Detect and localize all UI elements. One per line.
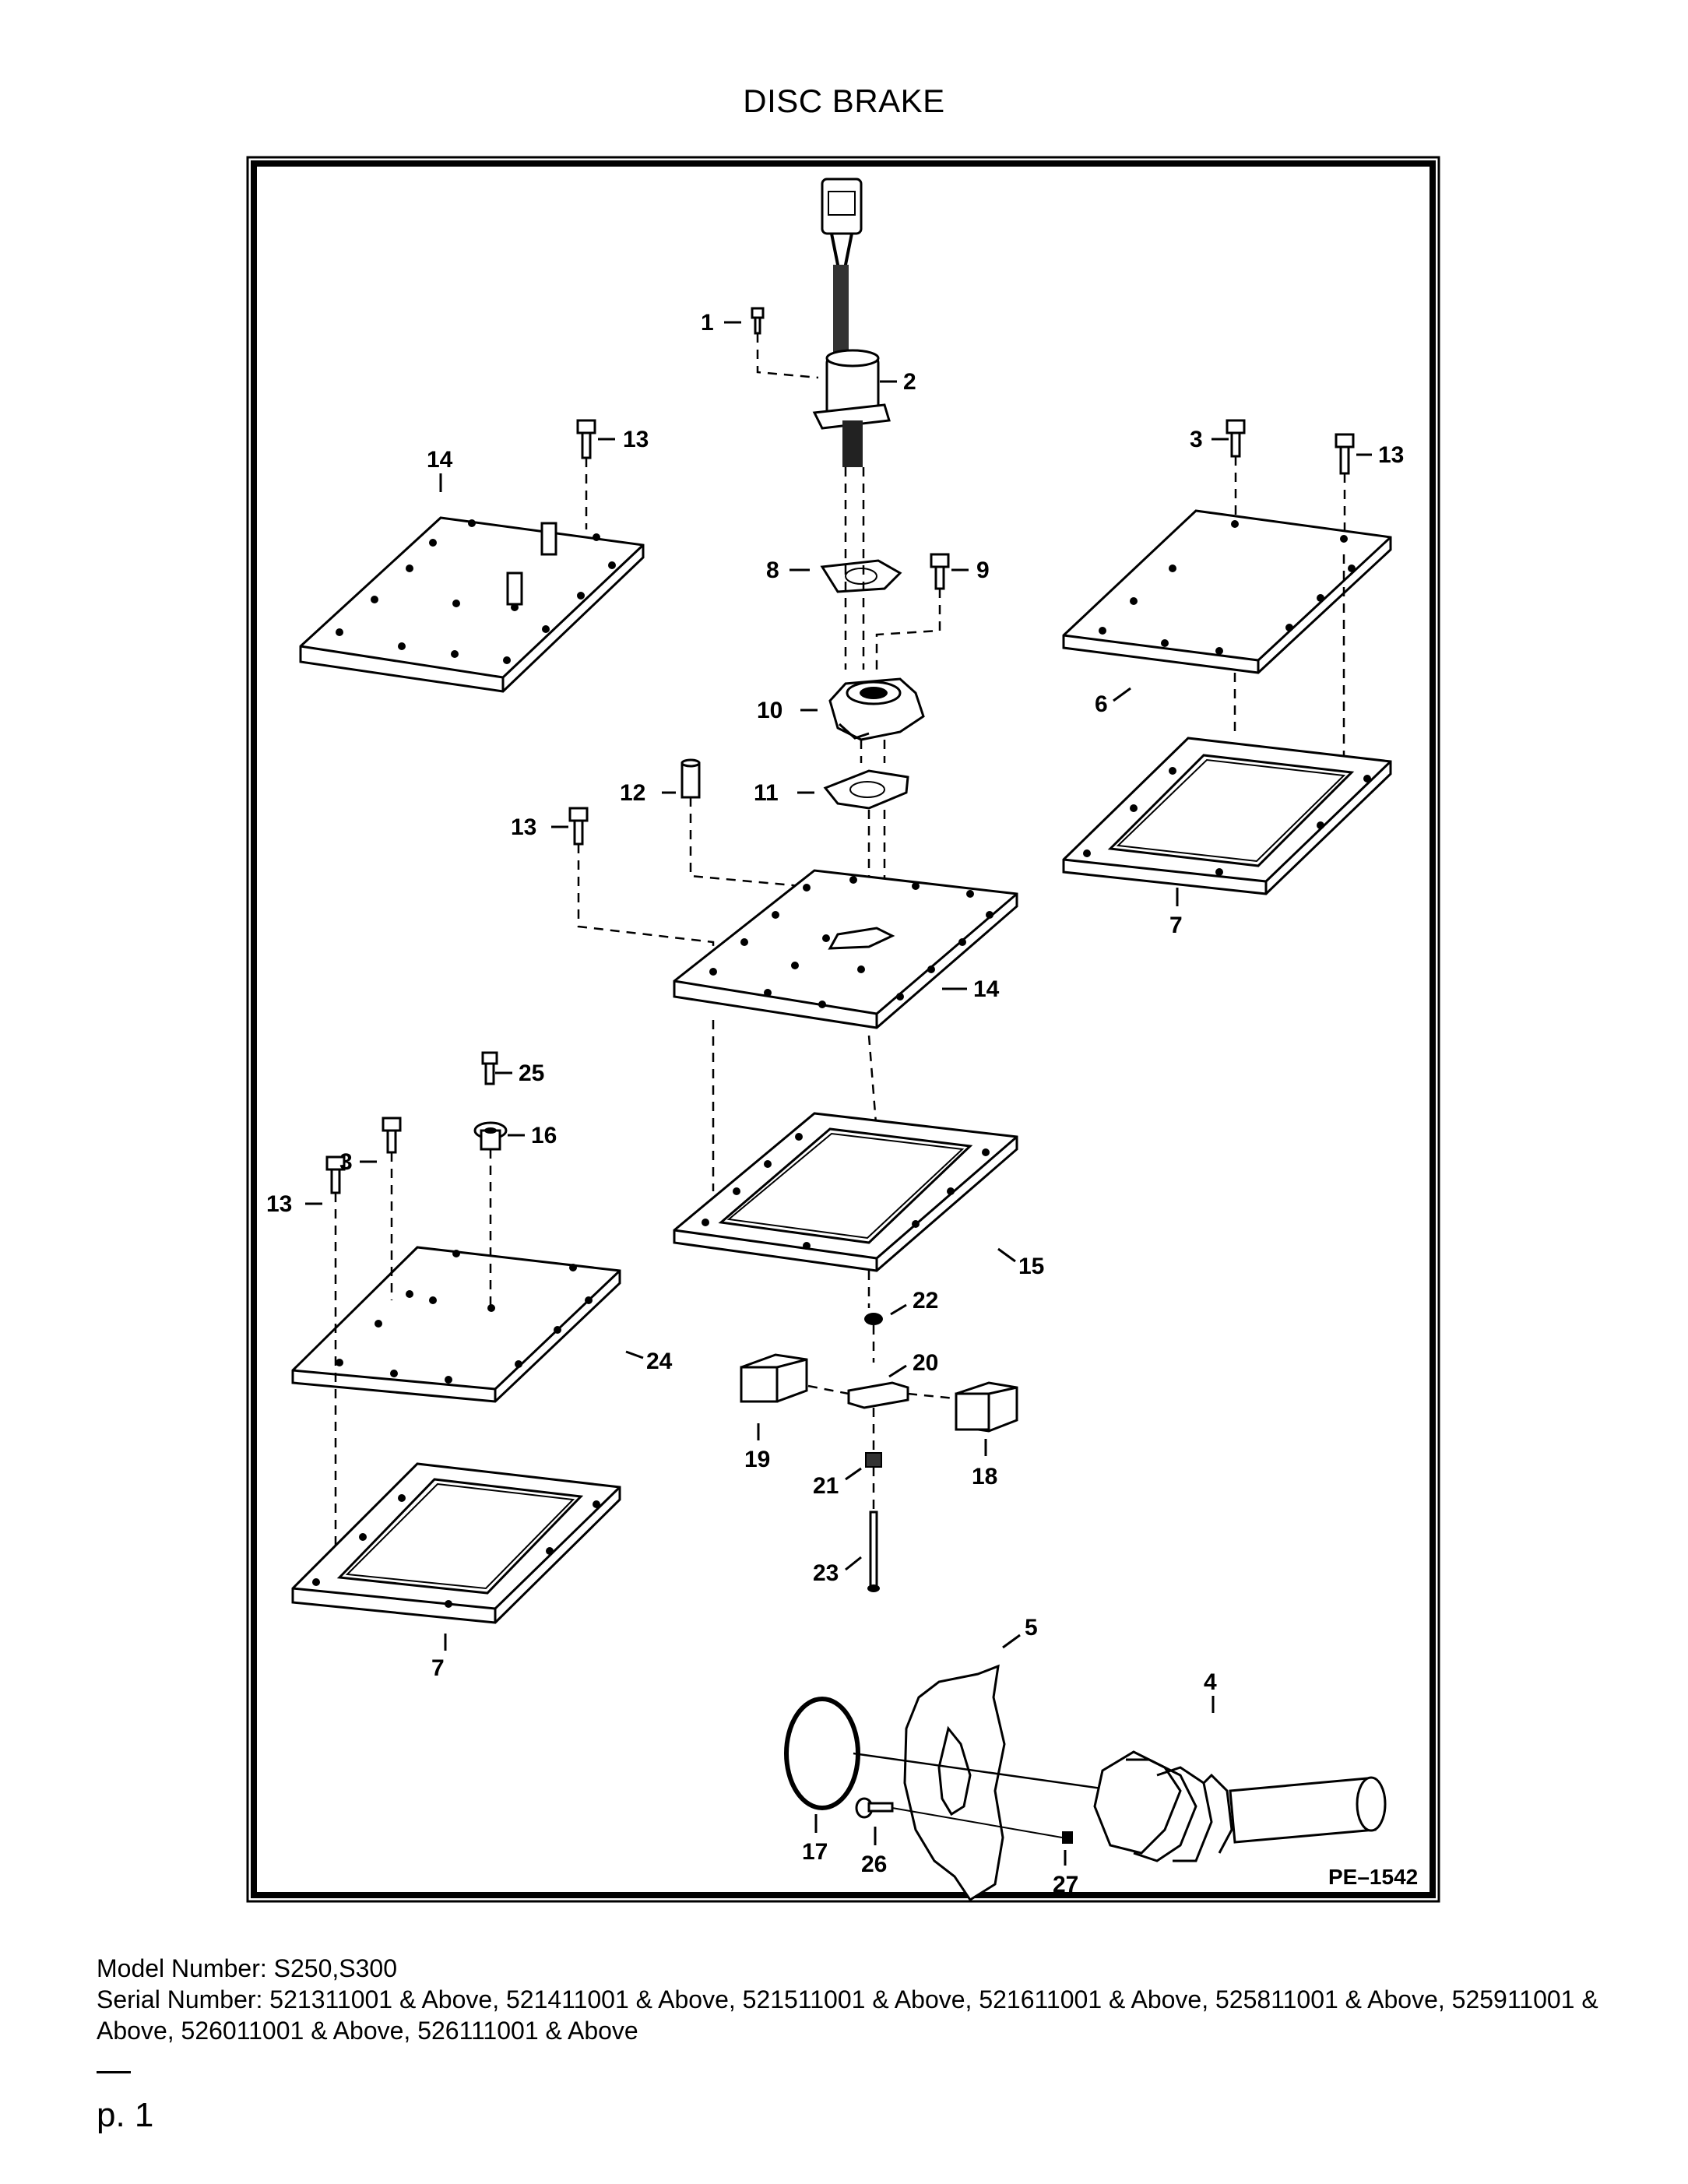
- serial-number: Serial Number: 521311001 & Above, 521411…: [97, 1985, 1598, 2045]
- part-bolt-13-mid: [568, 807, 589, 846]
- callout-14-left: 14: [427, 447, 453, 473]
- part-dowel-12: [680, 758, 701, 799]
- part-block-19: [740, 1353, 808, 1403]
- callout-25: 25: [519, 1060, 544, 1086]
- callout-7-right: 7: [1169, 913, 1183, 938]
- part-nut-27: [1062, 1831, 1073, 1844]
- callout-21: 21: [813, 1473, 839, 1499]
- callout-18: 18: [972, 1464, 997, 1489]
- callout-16: 16: [531, 1123, 557, 1148]
- part-gasket-11: [823, 769, 909, 810]
- callout-10: 10: [757, 698, 782, 723]
- callout-3-right: 3: [1190, 427, 1203, 452]
- part-plate-6: [1062, 509, 1392, 674]
- part-gasket-8: [820, 559, 902, 593]
- callout-23: 23: [813, 1560, 839, 1586]
- part-plate-14-left: [299, 516, 645, 693]
- callout-13-left-bottom: 13: [266, 1191, 292, 1217]
- model-serial-info: Model Number: S250,S300 Serial Number: 5…: [97, 1953, 1607, 2046]
- part-bolt-3-right: [1226, 419, 1246, 458]
- page-title: DISC BRAKE: [743, 83, 945, 119]
- part-solenoid: [812, 178, 891, 467]
- callout-9: 9: [976, 557, 990, 583]
- part-ring-17: [784, 1697, 860, 1810]
- part-bolt-13-left-bottom: [325, 1155, 346, 1194]
- part-bolt-13-right: [1335, 433, 1355, 475]
- part-valve-body-10: [828, 677, 925, 741]
- callout-13-right: 13: [1378, 442, 1404, 468]
- model-number: Model Number: S250,S300: [97, 1954, 397, 1982]
- callout-13-left-top: 13: [623, 427, 649, 452]
- callout-7-left: 7: [431, 1655, 445, 1681]
- part-block-18: [955, 1381, 1018, 1433]
- figure-id: PE–1542: [1328, 1865, 1418, 1889]
- part-spring-21: [865, 1452, 882, 1468]
- callout-20: 20: [913, 1350, 938, 1376]
- part-rod-23: [867, 1511, 880, 1592]
- part-bolt-26: [855, 1797, 894, 1819]
- callout-8: 8: [766, 557, 779, 583]
- part-gasket-15: [673, 1112, 1018, 1272]
- callout-6: 6: [1095, 691, 1108, 717]
- part-pin-20: [847, 1381, 909, 1409]
- callout-24: 24: [646, 1349, 673, 1374]
- callout-22: 22: [913, 1288, 938, 1314]
- exploded-parts-diagram: 1 2 14 13 3 13 8 9 6 10 11 12 13 14 7 25…: [246, 156, 1440, 1903]
- callout-19: 19: [744, 1447, 770, 1472]
- callout-13-mid: 13: [511, 814, 536, 840]
- part-disc-5: [903, 1664, 1006, 1902]
- part-plate-14-center: [673, 869, 1018, 1029]
- callout-5: 5: [1025, 1615, 1038, 1641]
- part-shaft-4: [1093, 1750, 1387, 1862]
- callout-15: 15: [1018, 1254, 1044, 1279]
- part-bolt-1: [751, 307, 765, 335]
- callout-14-center: 14: [973, 976, 1000, 1002]
- callout-17: 17: [802, 1839, 828, 1865]
- callout-27: 27: [1053, 1872, 1078, 1897]
- part-plate-24: [291, 1246, 621, 1403]
- callout-12: 12: [620, 780, 645, 806]
- part-bolt-13-left-top: [576, 419, 596, 459]
- part-bolt-9: [930, 553, 950, 590]
- part-bolt-3-left: [382, 1117, 402, 1154]
- callout-1: 1: [701, 310, 714, 336]
- part-bolt-25: [481, 1051, 498, 1085]
- callout-3-left: 3: [339, 1149, 353, 1175]
- part-gasket-7-left: [291, 1462, 621, 1624]
- page-number: p. 1: [97, 2096, 154, 2134]
- footer-rule: [97, 2071, 131, 2073]
- part-washer-22: [864, 1313, 883, 1325]
- callout-11: 11: [754, 780, 779, 806]
- callout-4: 4: [1204, 1669, 1217, 1695]
- callout-26: 26: [861, 1852, 887, 1877]
- callout-2: 2: [903, 369, 916, 395]
- part-fitting-16: [473, 1121, 508, 1151]
- part-gasket-7-right: [1062, 737, 1392, 895]
